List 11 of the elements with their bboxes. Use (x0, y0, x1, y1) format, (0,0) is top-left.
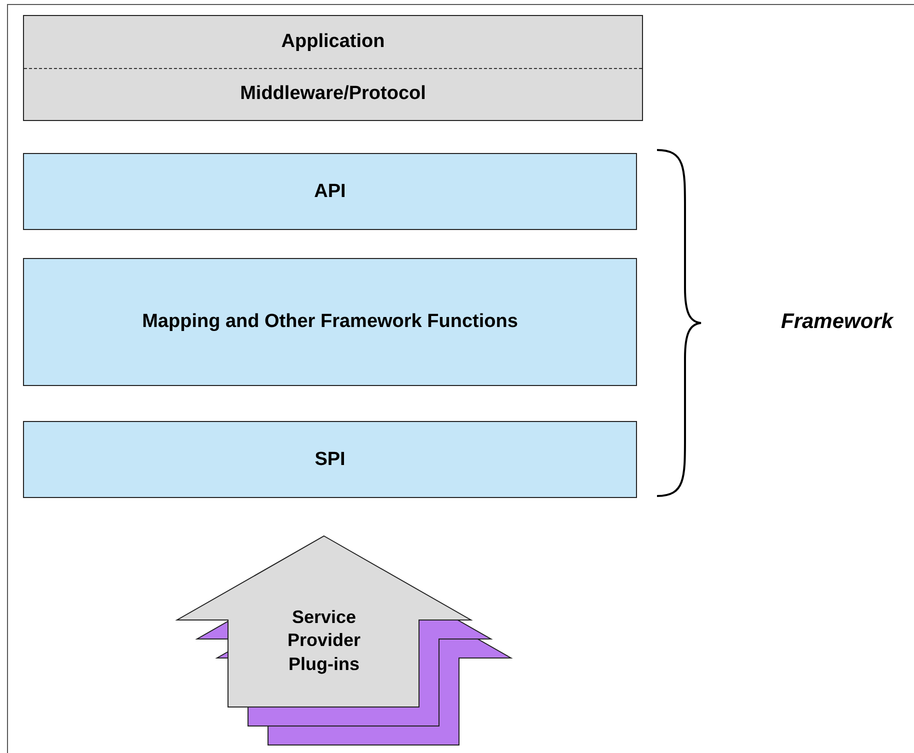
group-label: Framework (781, 310, 894, 334)
arrow-label: Service Provider Plug-ins (286, 606, 362, 676)
layer-label: SPI (314, 448, 346, 472)
layer-label: Middleware/Protocol (240, 82, 426, 106)
layer-box (23, 15, 643, 121)
layer-label: API (314, 180, 346, 204)
layer-label: Application (281, 30, 385, 54)
layer-box (23, 153, 637, 230)
layer-box (23, 258, 637, 386)
layer-label: Mapping and Other Framework Functions (142, 310, 518, 334)
layer-box (23, 421, 637, 498)
